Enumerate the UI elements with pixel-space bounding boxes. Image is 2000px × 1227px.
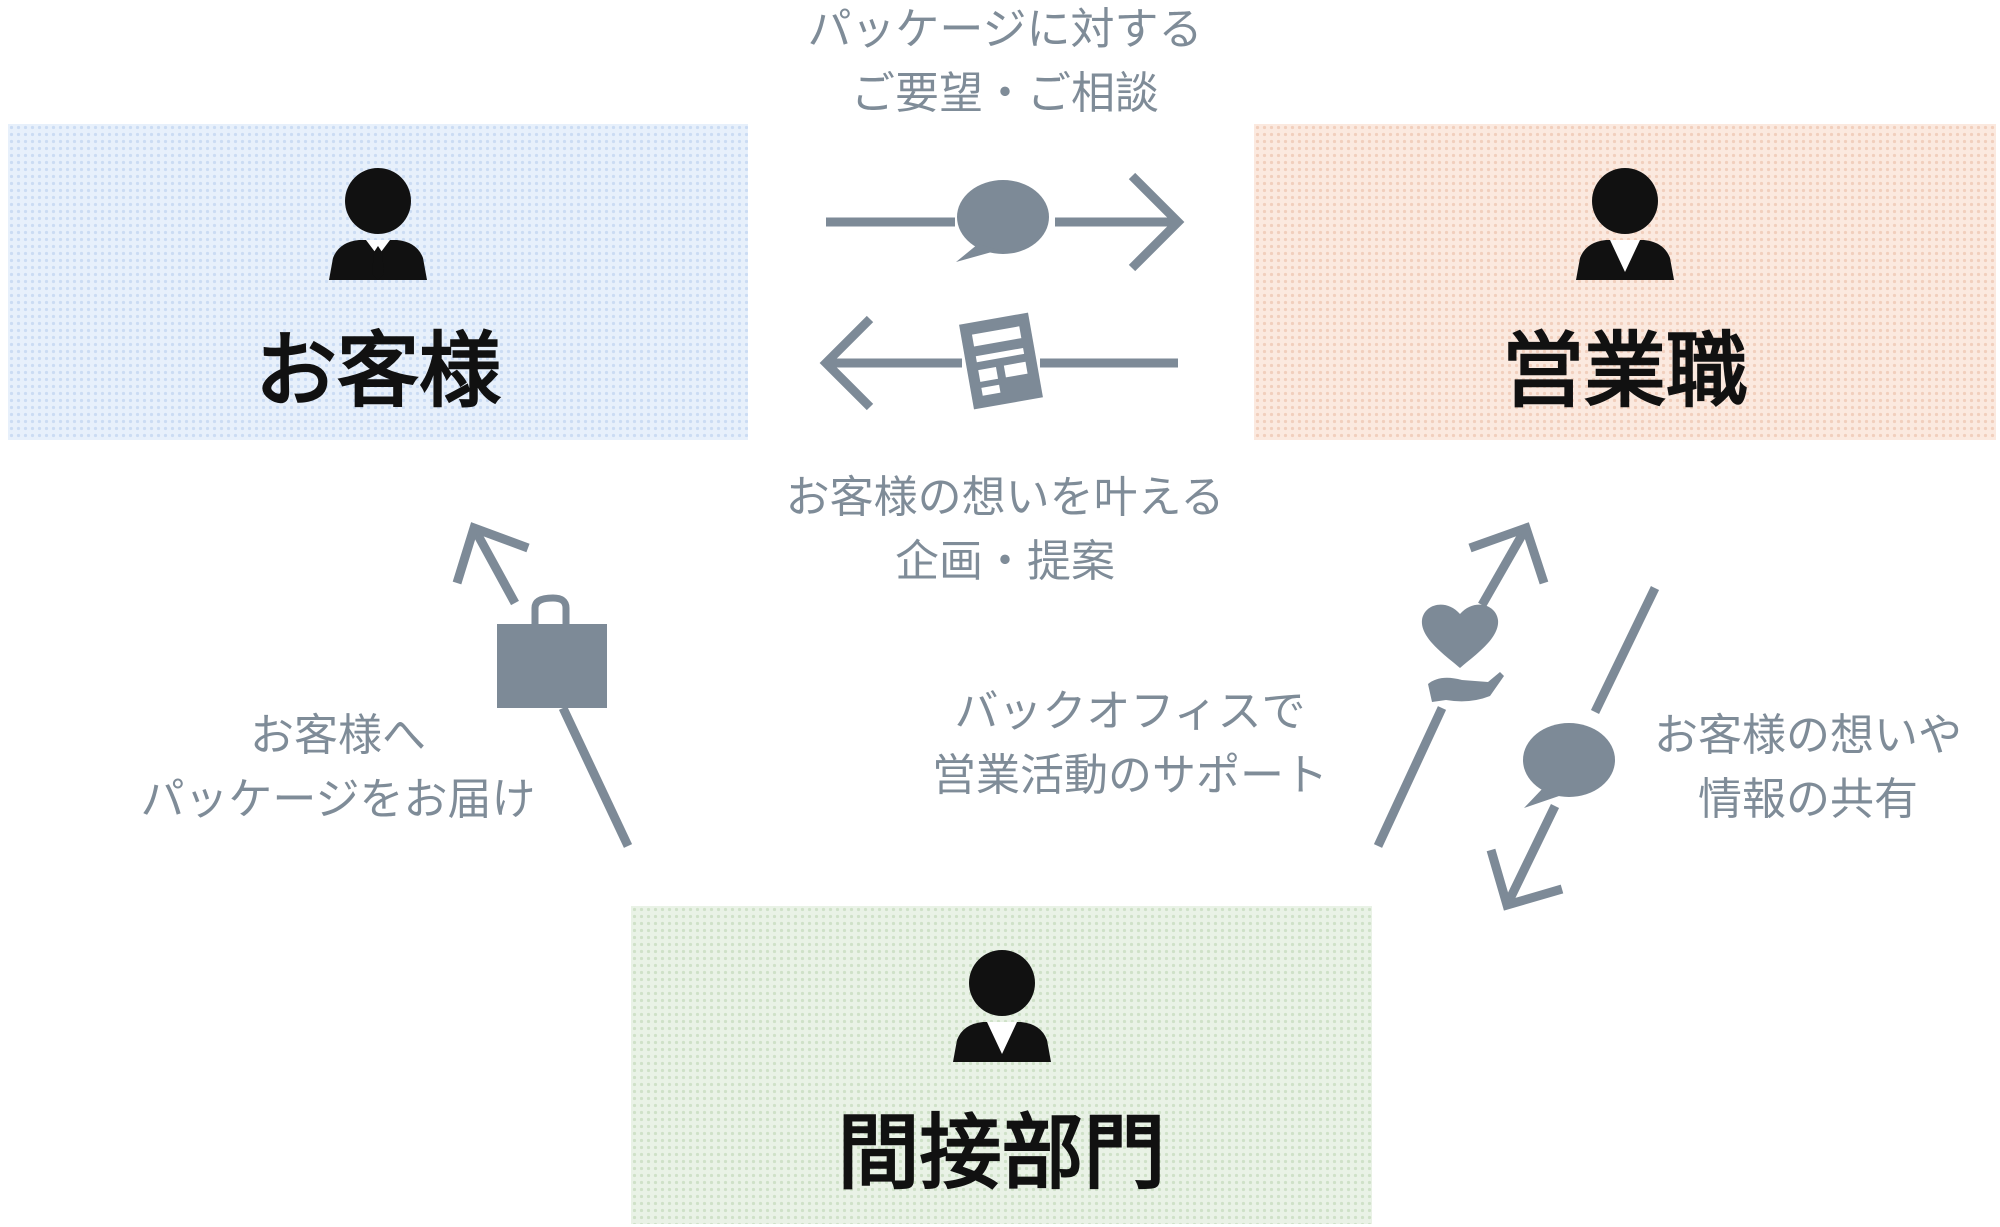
arrow-sales-to-indirect [1486,586,1660,911]
label-sales-to-indirect: お客様の想いや 情報の共有 [1654,710,1962,825]
arrow-customer-to-sales [826,172,1185,272]
businessman-with-tie-icon [329,168,427,280]
customer-title: お客様 [254,324,501,419]
arrow-indirect-to-customer [452,522,633,848]
label-indirect-to-customer: お客様へ パッケージをお届け [140,710,536,825]
speech-bubble-icon [1523,723,1615,808]
arrow-sales-to-customer [819,315,1178,411]
label-customer-to-sales: パッケージに対する ご要望・ご相談 [807,4,1203,119]
customer-node: お客様 [8,124,748,440]
businessman-icon [1576,168,1674,280]
bag-icon [497,594,607,708]
heart-in-hand-icon [1421,604,1504,702]
label-indirect-to-sales: バックオフィスで 営業活動のサポート [932,686,1328,801]
businessman-icon [952,950,1051,1062]
speech-bubble-icon [956,180,1049,262]
sales-title: 営業職 [1501,324,1748,419]
arrow-indirect-to-sales [1373,522,1549,848]
label-sales-to-customer: お客様の想いを叶える 企画・提案 [785,472,1225,587]
document-icon [959,312,1043,410]
indirect-node: 間接部門 [631,906,1372,1224]
indirect-title: 間接部門 [837,1106,1166,1201]
sales-node: 営業職 [1254,124,1996,440]
